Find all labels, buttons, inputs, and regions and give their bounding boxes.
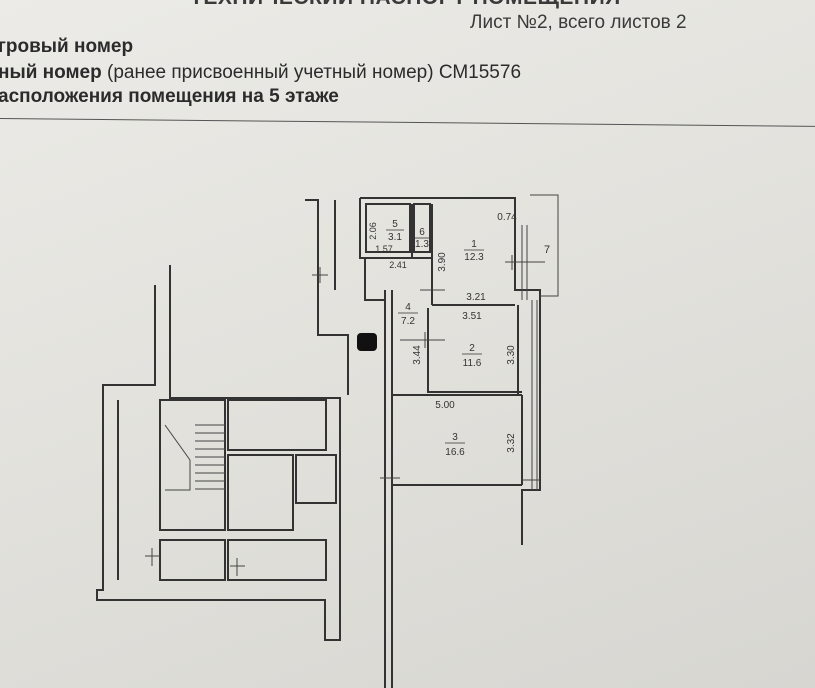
room-labels: 1 12.3 2 11.6 3 16.6 4 7.2 5 3.1 6 1.3 7 — [386, 219, 550, 458]
apartment-walls — [359, 194, 559, 545]
header-line-1: гровый номер — [0, 36, 134, 57]
dim-3-32: 3.32 — [506, 433, 517, 453]
balcony-label: 7 — [544, 244, 550, 256]
room-1-area: 12.3 — [464, 252, 484, 263]
dim-1-57: 1.57 — [375, 244, 393, 254]
room-2-number: 2 — [469, 343, 475, 354]
header-line-2-rest: (ранее присвоенный учетный номер) СМ1557… — [101, 62, 522, 83]
room-4-area: 7.2 — [401, 316, 415, 327]
dim-2-06: 2.06 — [368, 222, 378, 240]
room-3-area: 16.6 — [445, 447, 465, 458]
dim-3-30: 3.30 — [506, 345, 517, 365]
redaction-mark — [357, 333, 377, 351]
room-5-number: 5 — [392, 219, 398, 230]
dim-2-41: 2.41 — [389, 260, 407, 270]
dim-3-44: 3.44 — [412, 345, 423, 365]
header-line-3: асположения помещения на 5 этаже — [0, 86, 339, 107]
room-1-number: 1 — [471, 239, 477, 250]
room-6-area: 1.3 — [415, 239, 429, 250]
room-5-area: 3.1 — [388, 232, 402, 243]
document-title-cut: ТЕХНИЧЕСКИЙ ПАСПОРТ ПОМЕЩЕНИЯ — [190, 0, 621, 10]
corridor — [305, 199, 393, 688]
header-line-2: ный номер (ранее присвоенный учетный ном… — [0, 62, 521, 84]
dim-3-51: 3.51 — [462, 311, 482, 322]
dim-3-21: 3.21 — [466, 292, 486, 303]
room-6-number: 6 — [419, 227, 425, 238]
dim-0-74: 0.74 — [497, 212, 517, 223]
dimension-labels: 0.74 3.90 3.21 3.51 3.30 3.44 5.00 3.32 … — [368, 212, 517, 453]
dim-3-90: 3.90 — [437, 252, 448, 272]
room-3-number: 3 — [452, 432, 458, 443]
sheet-info: Лист №2, всего листов 2 — [470, 12, 687, 33]
room-2-area: 11.6 — [463, 358, 482, 369]
dim-5-00: 5.00 — [435, 400, 455, 411]
stairwell-block — [96, 265, 341, 641]
header-line-2-bold: ный номер — [0, 62, 102, 83]
room-4-number: 4 — [405, 302, 411, 313]
